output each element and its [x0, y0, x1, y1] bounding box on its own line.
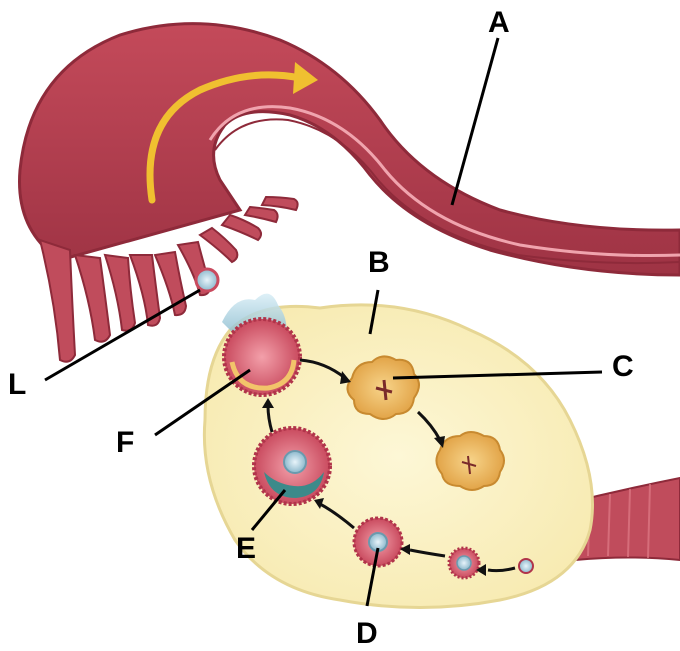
corpus-luteum-1	[347, 356, 419, 419]
label-a: A	[488, 6, 510, 39]
developing-follicle	[354, 518, 402, 566]
leader-a	[452, 38, 498, 205]
corpus-luteum-2	[436, 432, 504, 490]
label-d: D	[356, 617, 378, 650]
released-ovum	[196, 269, 218, 291]
label-l: L	[8, 368, 26, 401]
ruptured-follicle	[224, 319, 300, 395]
label-f: F	[116, 426, 134, 459]
label-b: B	[368, 246, 390, 279]
label-c: C	[612, 350, 634, 383]
primordial-follicle	[519, 559, 533, 573]
mature-follicle	[254, 428, 330, 504]
label-e: E	[236, 532, 256, 565]
primary-follicle	[449, 548, 479, 578]
